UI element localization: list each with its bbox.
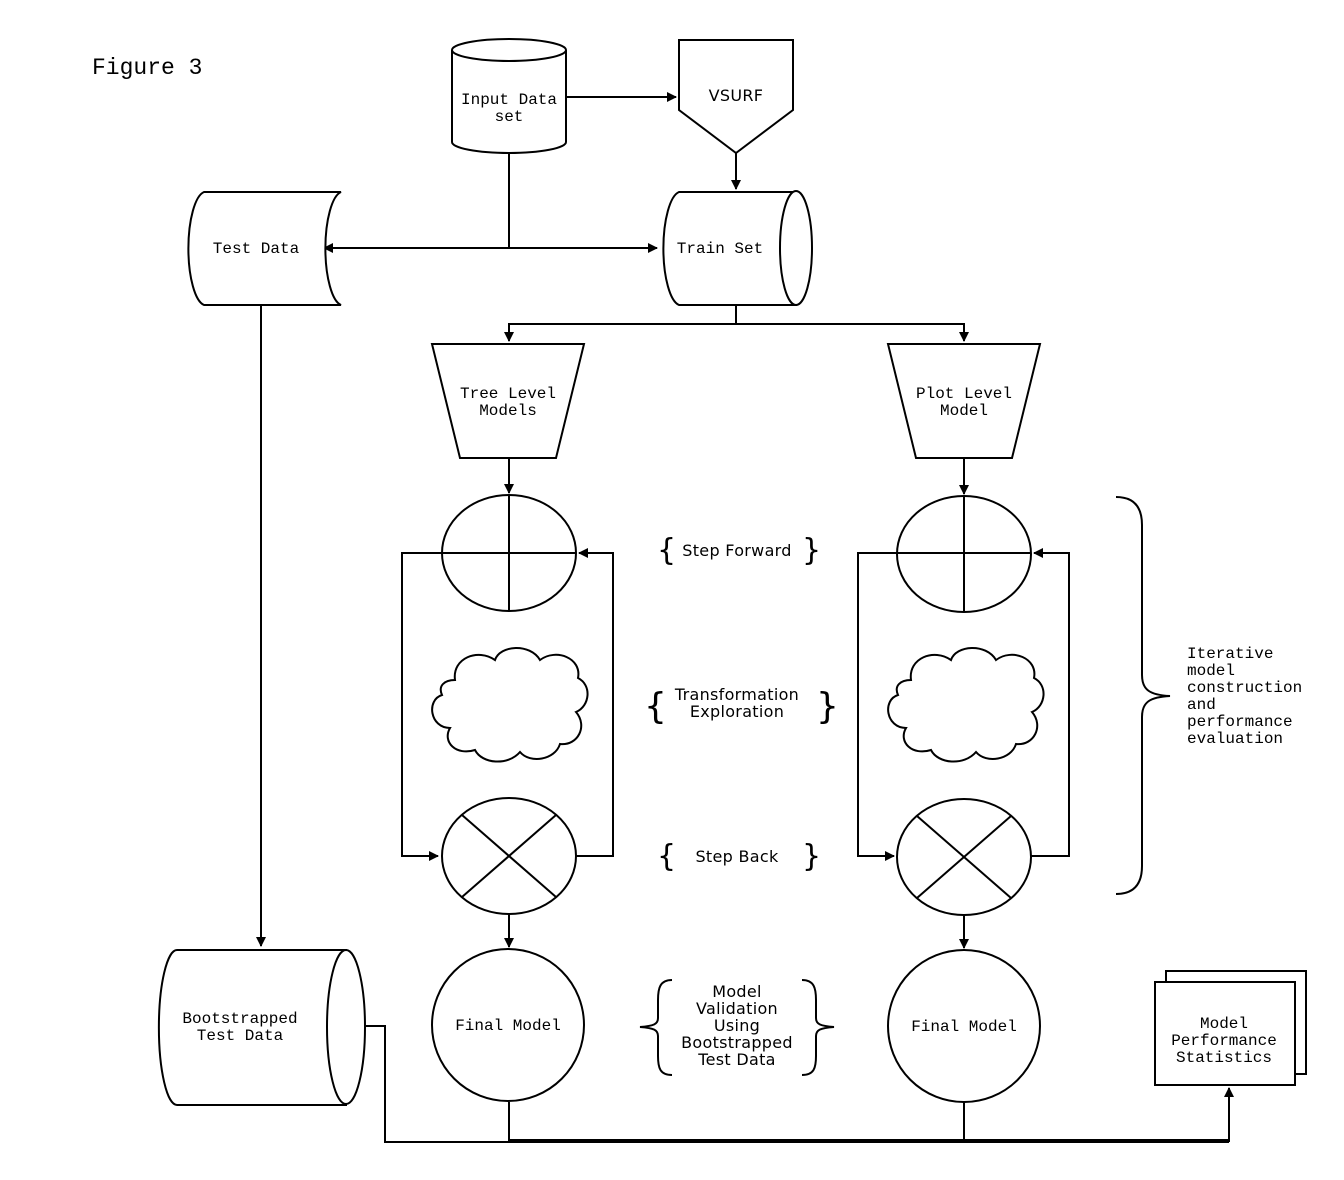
bootstrapped-node: Bootstrapped Test Data	[157, 949, 366, 1106]
input-data-label-1: Input Data	[461, 91, 557, 109]
iterative-label-6: evaluation	[1187, 730, 1283, 748]
transformation-label-2: Exploration	[690, 702, 784, 721]
train-split-line	[508, 323, 965, 338]
left-back-diagonal-2	[461, 814, 557, 898]
iterative-label-1: Iterative	[1187, 645, 1273, 663]
bootstrapped-label-2: Test Data	[197, 1027, 284, 1045]
right-loop-down	[857, 552, 897, 861]
performance-node: Model Performance Statistics	[1154, 970, 1307, 1086]
tree-level-label-1: Tree Level	[460, 385, 556, 403]
left-cloud-icon	[431, 647, 589, 763]
train-set-body	[662, 191, 797, 306]
input-data-label-2: set	[495, 108, 524, 126]
final-model-right-circle	[887, 949, 1041, 1103]
right-step-forward-node	[896, 495, 1032, 613]
connectors	[256, 92, 1234, 1143]
validation-label-1: Model	[712, 982, 762, 1001]
vsurf-label: VSURF	[709, 86, 764, 105]
transformation-right-brace: }	[816, 686, 839, 727]
input-data-top	[451, 38, 567, 62]
plot-level-label-2: Model	[940, 402, 988, 420]
step-forward-left-brace: {	[657, 533, 676, 568]
train-set-label: Train Set	[677, 240, 763, 258]
plot-level-label-1: Plot Level	[916, 385, 1012, 403]
validation-label-2: Validation	[696, 999, 778, 1018]
bootstrapped-end	[326, 949, 366, 1105]
right-loop-up	[1031, 548, 1070, 857]
performance-label-3: Statistics	[1176, 1049, 1272, 1067]
validation-right-brace	[801, 979, 835, 1076]
vsurf-node: VSURF	[678, 39, 794, 155]
performance-label-2: Performance	[1171, 1032, 1277, 1050]
left-step-forward-node	[441, 494, 577, 612]
validation-label-4: Bootstrapped	[681, 1033, 793, 1052]
validation-annotation: Model Validation Using Bootstrapped Test…	[639, 979, 835, 1076]
train-set-node: Train Set	[662, 190, 813, 306]
bootstrapped-body	[157, 949, 347, 1106]
final-model-right-node: Final Model	[887, 949, 1041, 1103]
step-forward-annotation: { Step Forward }	[657, 533, 821, 568]
test-data-label: Test Data	[213, 240, 300, 258]
transformation-left-brace: {	[644, 686, 667, 727]
transformation-label-1: Transformation	[674, 685, 799, 704]
tree-level-shape	[430, 343, 586, 459]
plot-level-node: Plot Level Model	[886, 343, 1042, 459]
final-model-left-node: Final Model	[431, 948, 585, 1102]
final-model-left-circle	[431, 948, 585, 1102]
iterative-label-3: construction	[1187, 679, 1302, 697]
validation-label-5: Test Data	[697, 1050, 776, 1069]
bootstrapped-label-1: Bootstrapped	[182, 1010, 297, 1028]
right-step-back-node	[896, 798, 1032, 916]
vsurf-shape	[678, 39, 794, 155]
plot-level-shape	[886, 343, 1042, 459]
validation-label-3: Using	[714, 1016, 760, 1035]
bootstrap-collector-line	[366, 1025, 1229, 1143]
left-loop-up	[576, 548, 614, 857]
right-back-diagonal-2	[916, 815, 1012, 899]
input-data-body	[451, 50, 567, 154]
step-back-label: Step Back	[695, 847, 778, 866]
performance-front-sheet	[1154, 981, 1296, 1086]
test-data-shape	[187, 191, 342, 306]
train-set-end	[779, 190, 813, 306]
figure-title: Figure 3	[92, 55, 202, 81]
iterative-label-5: performance	[1187, 713, 1293, 731]
left-loop-down	[401, 552, 442, 861]
iterative-annotation: Iterative model construction and perform…	[1115, 496, 1302, 895]
step-back-right-brace: }	[802, 839, 821, 874]
transformation-annotation: { Transformation Exploration }	[644, 685, 839, 727]
tree-level-label-2: Models	[479, 402, 537, 420]
iterative-brace	[1115, 496, 1171, 895]
final-model-right-label: Final Model	[911, 1018, 1017, 1036]
performance-label-1: Model	[1200, 1015, 1248, 1033]
validation-left-brace	[639, 979, 673, 1076]
iterative-label-2: model	[1187, 662, 1235, 680]
final-model-left-label: Final Model	[455, 1017, 561, 1035]
right-cloud-icon	[887, 647, 1045, 763]
step-back-left-brace: {	[657, 839, 676, 874]
tree-level-node: Tree Level Models	[430, 343, 586, 459]
left-step-back-node	[441, 797, 577, 915]
test-data-node: Test Data	[187, 191, 342, 306]
step-forward-right-brace: }	[802, 533, 821, 568]
input-data-node: Input Data set	[451, 38, 567, 154]
step-forward-label: Step Forward	[682, 541, 791, 560]
step-back-annotation: { Step Back }	[657, 839, 821, 874]
iterative-label-4: and	[1187, 696, 1216, 714]
